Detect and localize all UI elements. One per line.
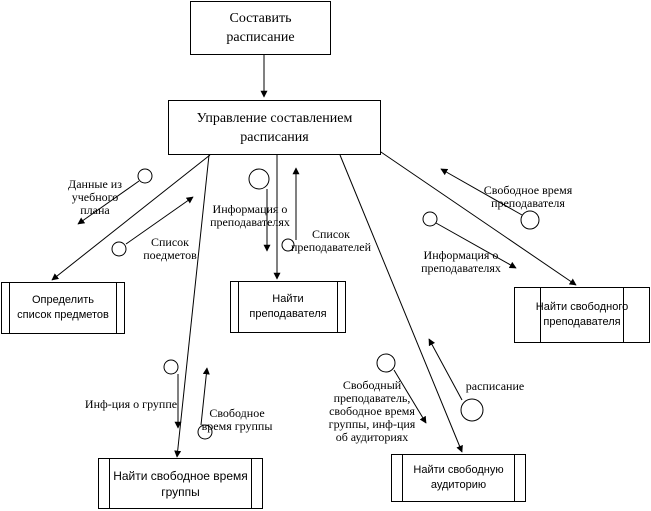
label-group-info: Инф-ция о группе	[84, 397, 178, 411]
flow-circle-teacher-list	[281, 238, 295, 252]
node-free-teacher: Найти свободного преподавателя	[514, 287, 650, 343]
flow-circle-free-time-teacher	[520, 210, 540, 230]
label-room-request: Свободный преподаватель, свободное время…	[328, 378, 416, 444]
label-group-free-time: Свободное время группы	[201, 406, 273, 433]
edge-manager-free-teacher	[377, 149, 577, 286]
label-subject-list: Список поедметов	[143, 235, 197, 262]
node-teachers: Найти преподавателя	[230, 281, 346, 333]
flow-arrow-plan-data	[77, 180, 140, 225]
flow-arrow-room-request	[393, 369, 427, 424]
label-schedule: расписание	[465, 379, 525, 393]
node-subjects: Определить список предметов	[1, 282, 125, 334]
label-plan-data: Данные из учебного плана	[68, 177, 122, 217]
flow-circle-subject-list	[111, 241, 127, 257]
flow-circle-plan-data	[137, 168, 153, 184]
node-manager-text: Управление составлением расписания	[196, 110, 353, 145]
node-group-time: Найти свободное время группы	[98, 458, 263, 509]
node-root: Составить расписание	[190, 1, 331, 55]
label-teacher-info-2: Информация о преподавателях	[421, 248, 501, 275]
flow-arrow-free-time-teacher	[440, 168, 523, 216]
flow-arrow-subject-list	[125, 196, 194, 245]
node-manager: Управление составлением расписания	[168, 100, 381, 155]
node-room: Найти свободную аудиторию	[391, 454, 526, 502]
flow-arrow-group-free-time	[200, 367, 210, 426]
flow-circle-group-free-time	[197, 424, 213, 440]
node-subjects-text: Определить список предметов	[17, 294, 109, 321]
label-teacher-list: Список преподавателей	[290, 227, 372, 254]
node-group-time-text: Найти свободное время группы	[113, 468, 248, 499]
flow-circle-group-info	[163, 359, 179, 375]
edge-manager-group-time	[174, 154, 210, 458]
node-root-text: Составить расписание	[226, 11, 295, 45]
flow-circle-teacher-info-2	[422, 211, 438, 227]
node-room-text: Найти свободную аудиторию	[413, 464, 504, 491]
edge-manager-room	[339, 154, 463, 453]
edge-manager-subjects	[51, 154, 211, 281]
flow-arrow-teacher-info-2	[435, 222, 517, 269]
flow-arrow-schedule	[428, 338, 463, 401]
label-free-time-teacher: Свободное время преподавателя	[483, 183, 573, 210]
node-free-teacher-text: Найти свободного преподавателя	[535, 301, 629, 328]
flow-circle-room-request	[376, 353, 396, 373]
node-teachers-text: Найти преподавателя	[249, 293, 327, 320]
flow-circle-schedule	[460, 398, 484, 422]
flow-circle-teacher-info	[248, 168, 270, 190]
label-teacher-info: Информация о преподавателях	[210, 202, 290, 229]
